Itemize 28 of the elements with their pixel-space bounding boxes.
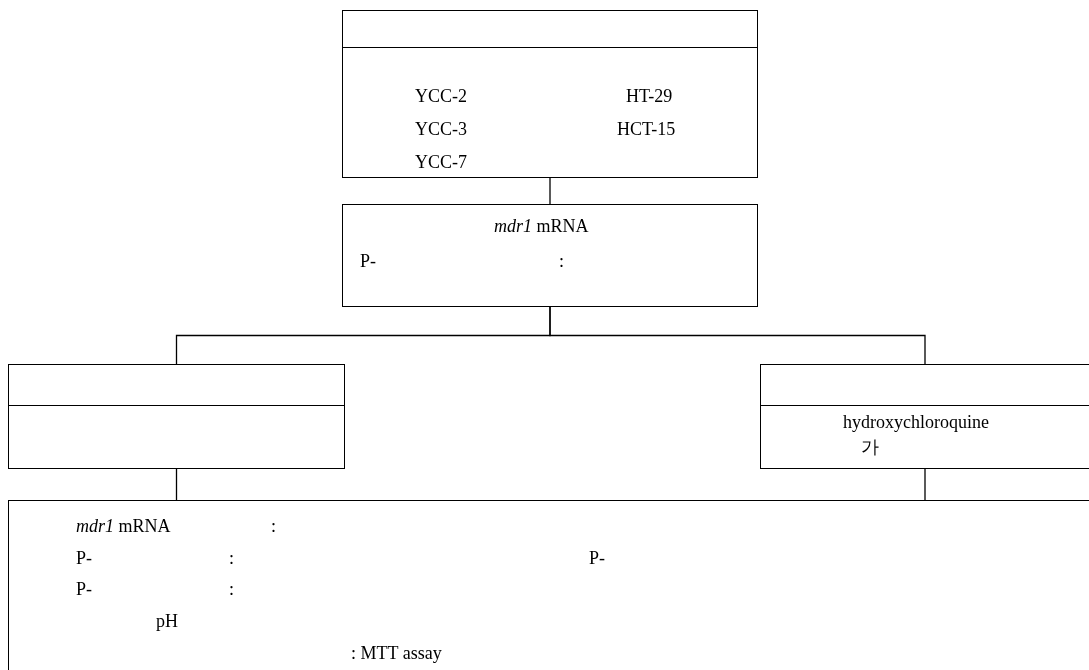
text-label: P- (76, 579, 92, 599)
cell-line-label: YCC-2 (415, 86, 467, 106)
text-label: pH (156, 611, 178, 631)
connector-line (549, 306, 926, 365)
empty-box (8, 364, 345, 469)
cell-line-label: YCC-7 (415, 152, 467, 172)
text-label: P- (360, 251, 376, 271)
cell-line-label: HCT-15 (617, 119, 676, 139)
connector-line (924, 468, 926, 501)
text-label: 가 (861, 437, 879, 457)
text-label: mdr1 mRNA (494, 216, 589, 236)
process-box (760, 364, 1089, 469)
cell-line-label: YCC-3 (415, 119, 467, 139)
cell-line-label: HT-29 (626, 86, 673, 106)
text-label: : (229, 548, 234, 568)
text-label: hydroxychloroquine (843, 412, 989, 432)
connector-line (175, 468, 178, 501)
text-label: mdr1 mRNA (76, 516, 171, 536)
process-box (342, 10, 758, 178)
process-box (342, 204, 758, 307)
text-label: : MTT assay (351, 643, 442, 663)
text-label: : (229, 579, 234, 599)
text-label: : (271, 516, 276, 536)
connector-line (549, 177, 551, 205)
text-label: : (559, 251, 564, 271)
text-label: P- (76, 548, 92, 568)
process-box (8, 500, 1089, 670)
text-label: P- (589, 548, 605, 568)
